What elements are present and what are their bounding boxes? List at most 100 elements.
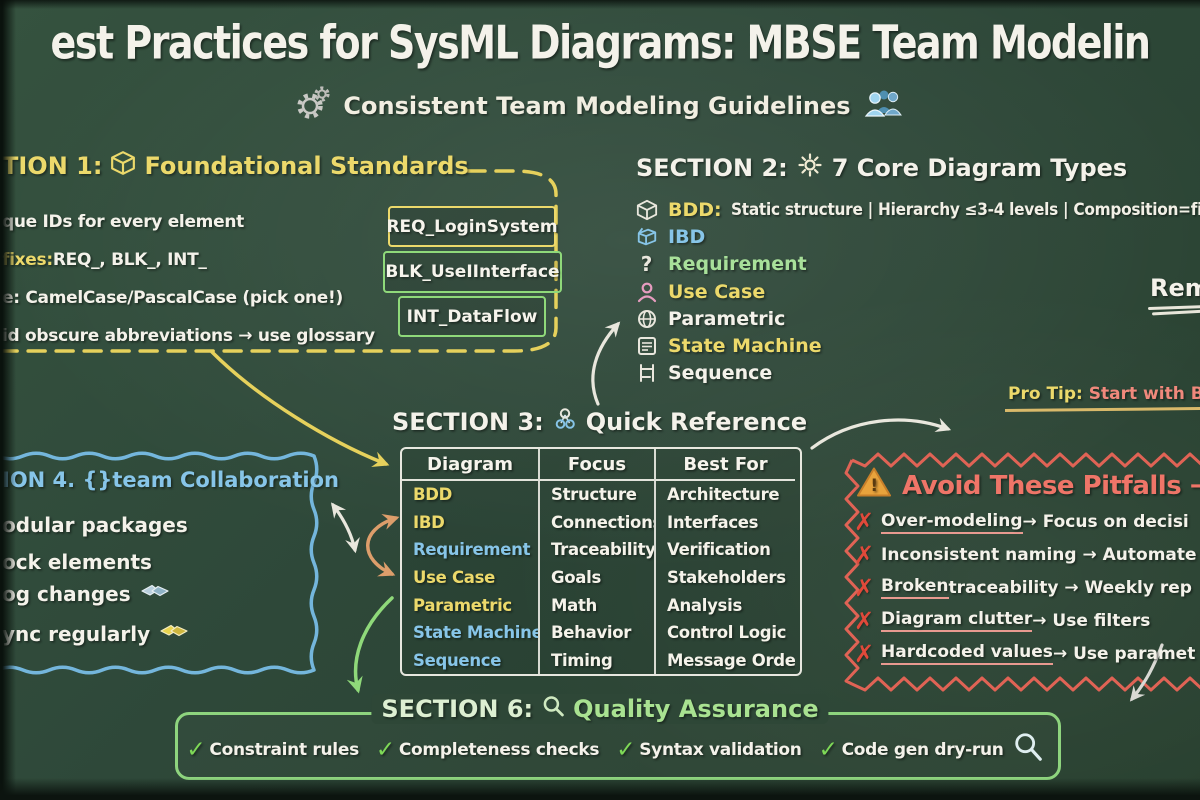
pro-tip: Pro Tip: Start with BDD be [1008,384,1200,404]
section2-list: BDD: Static structure | Hierarchy ≤3-4 l… [634,196,1200,387]
section3-title: Quick Reference [585,408,808,436]
table-cell-focus: Connections [538,508,654,537]
list-item: State Machine [634,332,1200,359]
board-edge-shadow [0,778,1200,800]
x-mark-icon: ✗ [854,508,875,537]
section6-header: SECTION 6: Quality Assurance [371,694,829,724]
arrow-pitfalls-to-section6 [1129,643,1164,702]
list-item: ✓Code gen dry-run [819,731,1044,768]
person-icon [634,281,659,303]
pro-tip-label: Pro Tip: [1008,384,1083,404]
list-item: ✗Over-modeling → Focus on decisi [854,508,1189,537]
section1-items: que IDs for every element fixes: REQ_, B… [2,203,375,355]
table-cell-diagram: BDD [413,485,453,505]
state-document-icon [634,335,659,357]
list-item: id obscure abbreviations → use glossary [2,326,375,346]
board-edge-shadow [0,0,1200,9]
table-cell-focus: Goals [538,563,654,592]
section1-title: Foundational Standards [144,152,469,180]
x-mark-icon: ✗ [854,573,875,602]
section6-title: Quality Assurance [573,695,819,723]
list-item: ✓Completeness checks [375,736,600,763]
column-header: Diagram [402,449,538,481]
table-cell-focus: Behavior [538,618,654,647]
section2-number: SECTION 2: [636,154,788,182]
column-header: Best For [654,449,795,481]
list-item: e: CamelCase/PascalCase (pick one!) [2,288,343,308]
table-cell-best: Interfaces [654,508,795,537]
example-box-req: REQ_LoginSystem [386,206,558,247]
list-item: ? Requirement [634,251,1200,278]
table-cell-focus: Math [538,591,654,619]
check-icon: ✓ [818,736,838,763]
x-mark-icon: ✗ [854,541,875,570]
section6-checklist: ✓Constraint rules ✓Completeness checks ✓… [186,731,1042,768]
list-item: ✓Syntax validation [616,736,802,763]
table-cell-best: Verification [654,536,795,564]
arrow-table-to-section2 [591,321,621,406]
table-cell-diagram: IBD [413,512,445,532]
table-cell-diagram: Sequence [413,650,502,670]
quick-reference-table: Diagram Focus Best For BDD Structure Arc… [400,447,802,677]
table-cell-diagram: State Machine [413,623,538,643]
table-cell-best: Message Order [654,646,795,675]
list-item: IBD [634,223,1200,250]
list-item: Parametric [634,305,1200,332]
arrow-table-to-section6 [346,596,394,694]
handshake-icon [140,581,170,606]
list-item: ✗Hardcoded values → Use paramet [854,639,1196,668]
table-cell-diagram: Parametric [413,595,512,615]
pitfalls-list: ✗Over-modeling → Focus on decisi ✗Incons… [854,506,1197,670]
bdd-description: Static structure | Hierarchy ≤3-4 levels… [730,200,1200,220]
svg-text:!: ! [870,476,877,496]
section1-header: TION 1: Foundational Standards [2,150,469,182]
table-cell-diagram: Use Case [413,568,496,588]
remember-note: Rem [1150,274,1200,302]
table-cell-focus: Structure [538,481,654,509]
list-item: ✗Broken traceability → Weekly rep [854,573,1192,602]
table-cell-best: Stakeholders [654,563,795,592]
globe-icon [634,308,659,330]
arrow-collab-table-orange [366,514,400,577]
magnifier-icon [541,694,565,724]
list-item: ✗Diagram clutter → Use filters [854,606,1151,635]
check-icon: ✓ [616,736,636,763]
list-item: que IDs for every element [2,212,244,232]
list-item: Use Case [634,278,1200,305]
section3-number: SECTION 3: [392,408,544,436]
magnifier-icon [1012,731,1044,768]
section1-dashed-border [0,169,558,353]
question-mark-icon: ? [640,252,653,277]
list-item: ock elements [2,550,152,574]
subtitle-text: Consistent Team Modeling Guidelines [343,92,851,120]
arrow-table-to-pitfalls [810,417,952,450]
pitfalls-title: Avoid These Pitfalls → F [902,470,1200,501]
example-box-blk: BLK_UseIInterface [383,251,562,293]
section4-wavy-border [0,451,319,675]
board-edge-shadow [0,0,16,800]
list-item: fixes: REQ_, BLK_, INT_ [2,250,207,270]
list-item: odular packages [2,513,188,537]
section2-title: 7 Core Diagram Types [831,154,1128,182]
open-box-icon [634,226,659,248]
section3-header: SECTION 3: Quick Reference [392,406,807,438]
package-icon [110,150,136,182]
list-item: Sequence [634,360,1200,387]
list-item: ✓Constraint rules [186,736,359,763]
section4-header: ION 4. {}team Collaboration [2,468,340,492]
handshake-icon [159,621,189,646]
example-box-int: INT_DataFlow [398,296,546,337]
column-header: Focus [538,449,654,481]
page-title: est Practices for SysML Diagrams: MBSE T… [50,16,1151,70]
sequence-icon [634,362,659,384]
subtitle-row: Consistent Team Modeling Guidelines [0,86,1200,126]
pitfalls-header: ! Avoid These Pitfalls → F [856,466,1200,505]
section2-header: SECTION 2: 7 Core Diagram Types [636,152,1127,184]
list-item: BDD: Static structure | Hierarchy ≤3-4 l… [634,196,1200,223]
sun-icon [797,152,823,184]
table-cell-best: Architecture [654,481,795,509]
people-icon [863,88,905,124]
x-mark-icon: ✗ [854,639,875,668]
